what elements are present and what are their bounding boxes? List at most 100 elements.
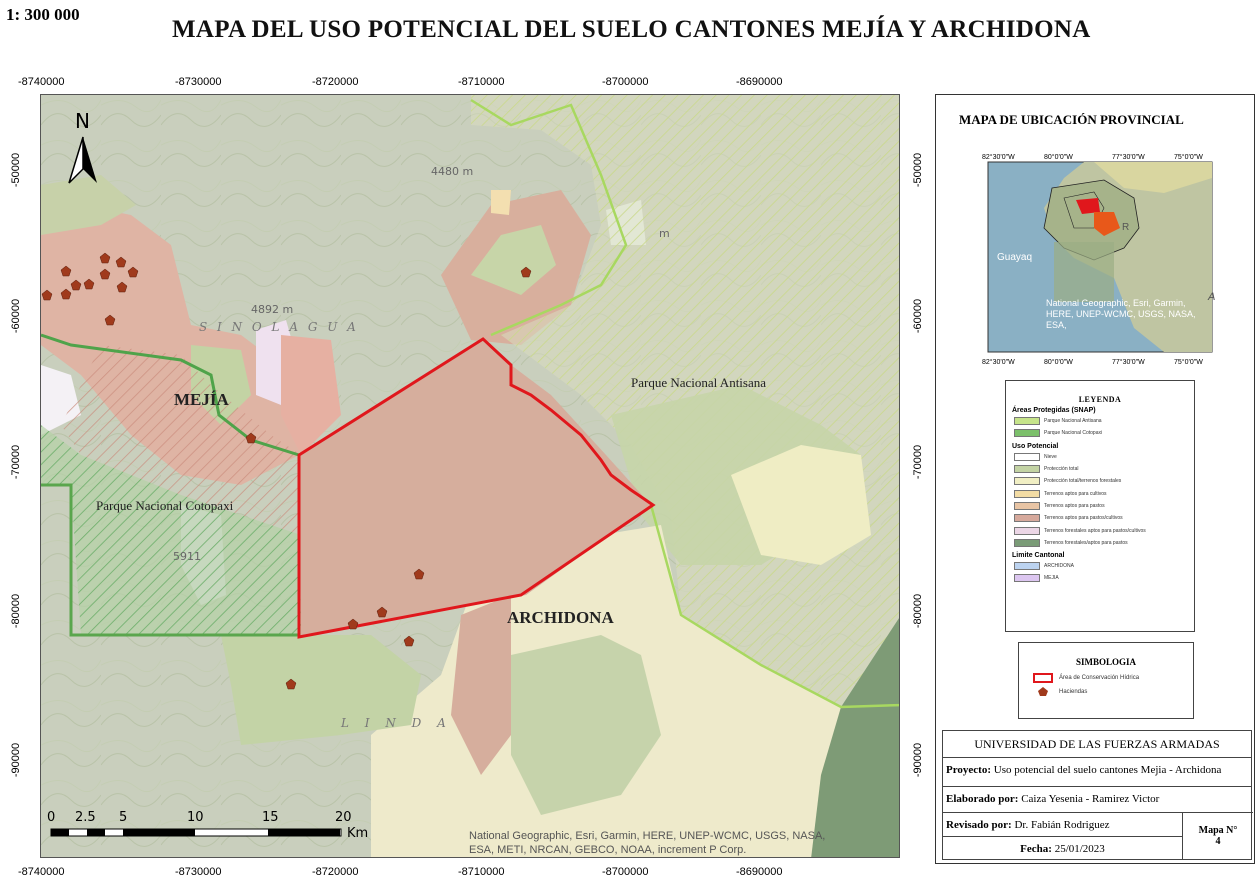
symbology-label: Haciendas — [1059, 688, 1088, 695]
scalebar-seg — [51, 829, 69, 836]
legend-item: ARCHIDONA — [1014, 560, 1194, 572]
haciendas-group — [41, 252, 532, 690]
x-tick-bottom-5: -8700000 — [602, 866, 649, 878]
hacienda-marker[interactable] — [413, 568, 425, 580]
land-use-proteccion-south — [221, 635, 421, 745]
hacienda-marker[interactable] — [376, 606, 388, 618]
legend-label: Terrenos aptos para cultivos — [1044, 490, 1107, 497]
info-reviewer-row: Revisado por: Dr. Fabián Rodriguez — [943, 812, 1183, 836]
legend-label: Terrenos forestales aptos para pastos/cu… — [1044, 527, 1146, 534]
legend-label: ARCHIDONA — [1044, 563, 1075, 570]
loc-letter-a: A — [1207, 291, 1215, 303]
legend-label: Terrenos forestales/aptos para pastos — [1044, 539, 1128, 546]
conservation-area-symbol — [1033, 673, 1053, 683]
legend-swatch — [1014, 562, 1040, 571]
legend-title: LEYENDA — [1078, 395, 1122, 404]
loc-attribution-wrap: National Geographic, Esri, Garmin, HERE,… — [1046, 298, 1196, 330]
hacienda-marker[interactable] — [116, 281, 128, 293]
info-author-row: Elaborado por: Caiza Yesenia - Ramirez V… — [943, 786, 1251, 812]
hacienda-marker[interactable] — [104, 314, 116, 326]
legend-label: Nieve — [1044, 453, 1057, 460]
x-tick-bottom-4: -8710000 — [458, 866, 505, 878]
loc-bottom-tick-2: 80°0'0"W — [1044, 358, 1073, 366]
y-tick-right-4: -80000 — [912, 593, 924, 629]
legend-item: Protección total/terrenos forestales — [1014, 475, 1194, 487]
legend-item: Parque Nacional Cotopaxi — [1014, 427, 1194, 439]
x-tick-top-6: -8690000 — [736, 76, 783, 88]
university-name: UNIVERSIDAD DE LAS FUERZAS ARMADAS — [974, 737, 1220, 751]
legend-section-cantonal: Limite Cantonal — [1012, 551, 1065, 559]
north-arrow-right — [68, 136, 84, 184]
land-use-cultivos-patch — [491, 190, 511, 215]
hacienda-marker[interactable] — [60, 265, 72, 277]
attribution-line-2: ESA, METI, NRCAN, GEBCO, NOAA, increment… — [469, 844, 746, 856]
hacienda-marker[interactable] — [520, 266, 532, 278]
x-tick-top-4: -8710000 — [458, 76, 505, 88]
hacienda-marker[interactable] — [41, 289, 53, 301]
scalebar-unit: Km — [347, 826, 368, 841]
y-tick-left-4: -80000 — [10, 593, 22, 629]
legend-swatch — [1014, 417, 1040, 426]
loc-city-label: Guayaq — [997, 252, 1032, 263]
legend-section-uso: Uso Potencial — [1012, 442, 1059, 450]
legend-item: Terrenos forestales aptos para pastos/cu… — [1014, 524, 1194, 536]
symbology-title: SIMBOLOGIA — [1075, 657, 1136, 667]
y-tick-right-3: -70000 — [912, 444, 924, 480]
hacienda-marker[interactable] — [285, 678, 297, 690]
scalebar-tick-2-5: 2.5 — [75, 810, 96, 825]
reviewer-label: Revisado por: — [946, 819, 1012, 831]
hacienda-marker[interactable] — [60, 288, 72, 300]
label-peak-5911: 5911 — [173, 550, 201, 563]
hacienda-marker[interactable] — [115, 256, 127, 268]
scalebar-tick-15: 15 — [262, 810, 279, 825]
legend-item: MEJIA — [1014, 572, 1194, 584]
scalebar-tick-20: 20 — [335, 810, 352, 825]
project-label: Proyecto: — [946, 764, 991, 776]
author-label: Elaborado por: — [946, 793, 1019, 805]
legend-section-snap: Áreas Protegidas (SNAP) — [1012, 407, 1096, 414]
y-tick-right-5: -90000 — [912, 742, 924, 778]
author-value: Caiza Yesenia - Ramirez Victor — [1021, 793, 1160, 805]
label-peak-4892: 4892 m — [251, 303, 293, 316]
conservation-area-outline[interactable] — [297, 337, 656, 639]
map-number-value: 4 — [1215, 836, 1221, 847]
x-tick-bottom-3: -8720000 — [312, 866, 359, 878]
hacienda-marker[interactable] — [403, 635, 415, 647]
map-scale: 1: 300 000 — [6, 5, 80, 24]
loc-peru-north — [1054, 242, 1114, 302]
legend-swatch — [1014, 514, 1040, 523]
land-use-proteccion-nw — [41, 175, 136, 235]
hacienda-marker[interactable] — [99, 252, 111, 264]
loc-bottom-tick-3: 77°30'0"W — [1112, 358, 1145, 366]
hacienda-marker[interactable] — [127, 266, 139, 278]
hacienda-marker[interactable] — [70, 279, 82, 291]
loc-bottom-tick-4: 75°0'0"W — [1174, 358, 1203, 366]
loc-archidona-highlight — [1094, 212, 1120, 236]
symbology: SIMBOLOGIA Área de Conservación Hídrica … — [1018, 642, 1194, 719]
hacienda-marker[interactable] — [347, 618, 359, 630]
cotopaxi-boundary — [41, 483, 299, 637]
hacienda-marker[interactable] — [99, 268, 111, 280]
symbology-item: Área de Conservación Hídrica — [1033, 673, 1193, 683]
legend-item: Nieve — [1014, 451, 1194, 463]
land-use-forestal-pastos-east — [811, 618, 899, 857]
hacienda-marker[interactable] — [245, 432, 257, 444]
scalebar-tick-0: 0 — [47, 810, 55, 825]
reviewer-value: Dr. Fabián Rodriguez — [1014, 819, 1110, 831]
x-tick-bottom-1: -8740000 — [18, 866, 65, 878]
date-value: 25/01/2023 — [1054, 843, 1105, 855]
x-tick-bottom-2: -8730000 — [175, 866, 222, 878]
legend-label: MEJIA — [1044, 575, 1059, 582]
legend-item: Terrenos aptos para cultivos — [1014, 487, 1194, 499]
hacienda-marker[interactable] — [83, 278, 95, 290]
legend-label: Terrenos aptos para pastos/cultivos — [1044, 515, 1123, 522]
loc-top-tick-2: 80°0'0"W — [1044, 153, 1073, 161]
scalebar-seg — [123, 829, 195, 836]
symbology-item: Haciendas — [1033, 686, 1193, 697]
loc-top-tick-4: 75°0'0"W — [1174, 153, 1203, 161]
land-use-proteccion-forestal-east — [731, 445, 871, 565]
x-tick-bottom-6: -8690000 — [736, 866, 783, 878]
y-tick-left-3: -70000 — [10, 444, 22, 480]
main-map[interactable]: N MEJÍA ARCHIDONA Parque Nacional Cotopa… — [40, 94, 900, 858]
project-value: Uso potencial del suelo cantones Mejia -… — [993, 764, 1222, 776]
